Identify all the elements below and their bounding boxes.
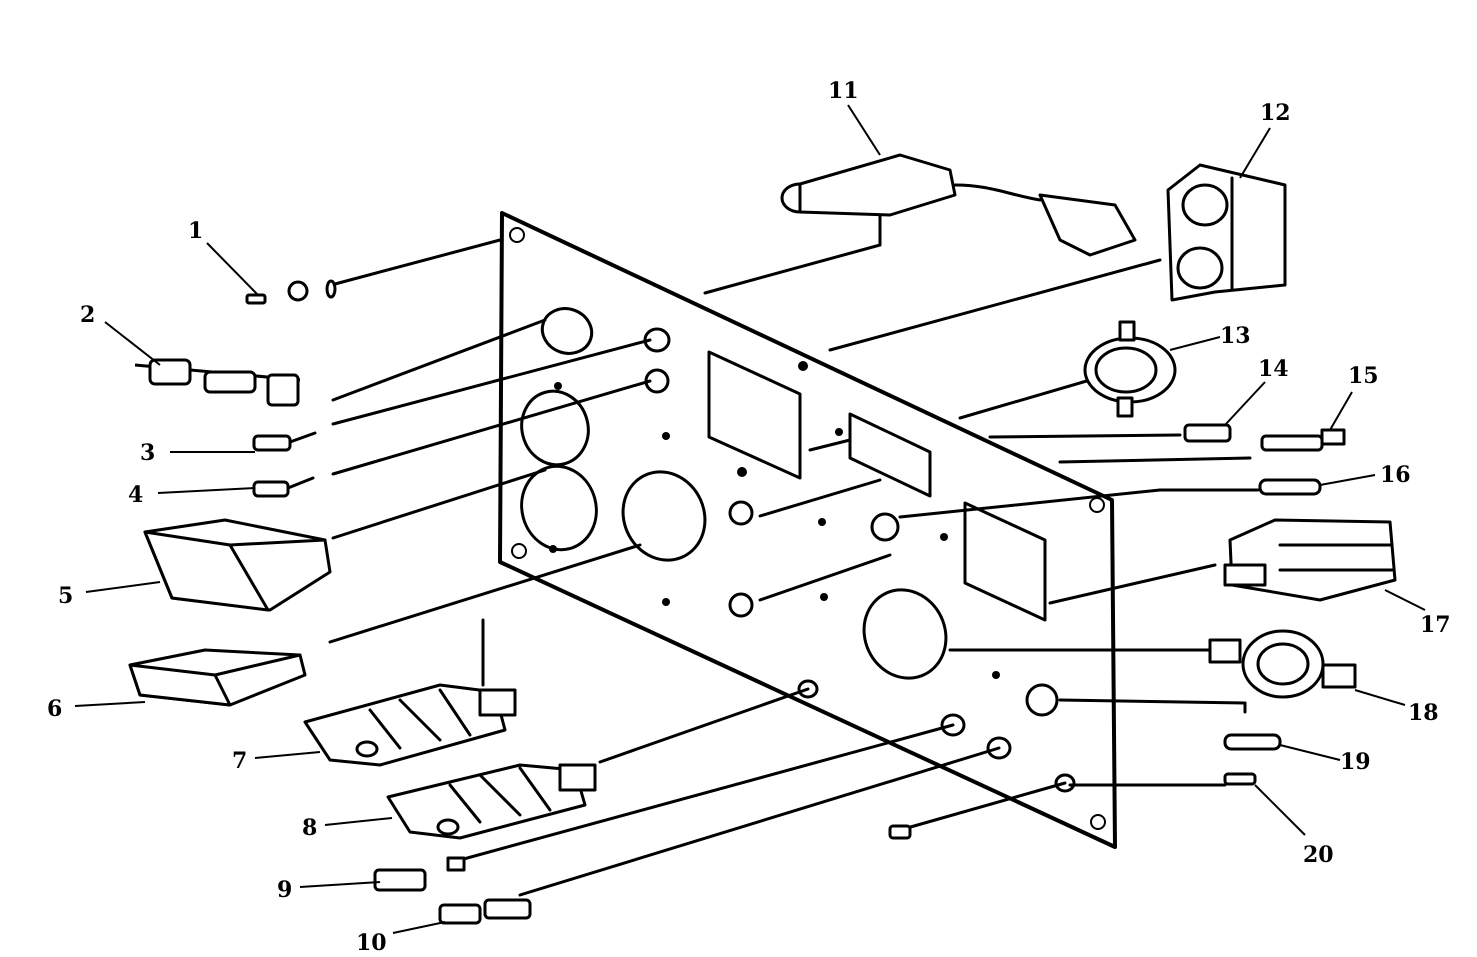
callout-11: 11 [828,78,859,104]
callout-15: 15 [1348,363,1379,389]
callout-7: 7 [232,748,247,774]
callout-12: 12 [1260,100,1291,126]
callout-16: 16 [1380,462,1411,488]
part-11-cable-plug [780,153,1137,257]
part-washer-bottom [888,824,912,840]
leader-lines [74,104,1426,934]
part-14-terminal [1183,423,1232,443]
callout-14: 14 [1258,356,1289,382]
callout-20: 20 [1303,842,1334,868]
part-16-clip [1258,478,1322,496]
callout-labels: 1 2 3 4 5 6 7 8 9 10 11 12 13 14 15 16 1… [47,78,1451,956]
part-1-screw [245,279,337,305]
callout-13: 13 [1220,323,1251,349]
part-5-meter [143,518,332,612]
part-4-connector [252,476,315,498]
part-2-fuse-holder [134,358,301,407]
part-10-switch [438,898,532,925]
front-panel [498,211,1117,849]
callout-4: 4 [128,482,143,508]
callout-5: 5 [58,583,73,609]
callout-6: 6 [47,696,62,722]
part-18-twist-lock-receptacle [1208,629,1357,699]
part-19-clip [1223,733,1282,751]
part-8-breaker [386,763,597,840]
callout-8: 8 [302,815,317,841]
part-15-terminal [1260,428,1346,452]
part-17-transformer [1223,518,1397,602]
part-6-meter [128,648,307,707]
assembly-lines [328,203,1260,897]
callout-10: 10 [356,930,387,956]
callout-2: 2 [80,302,95,328]
callout-18: 18 [1408,700,1439,726]
part-20-clip [1223,772,1257,786]
part-13-receptacle [1083,320,1177,418]
part-3-connector [252,431,317,452]
callout-19: 19 [1340,749,1371,775]
part-7-breaker [303,683,517,767]
callout-9: 9 [277,877,292,903]
part-12-duplex-receptacle [1166,163,1287,302]
callout-3: 3 [140,440,155,466]
callout-1: 1 [188,218,203,244]
callout-17: 17 [1420,612,1451,638]
part-9-switch [373,856,466,892]
